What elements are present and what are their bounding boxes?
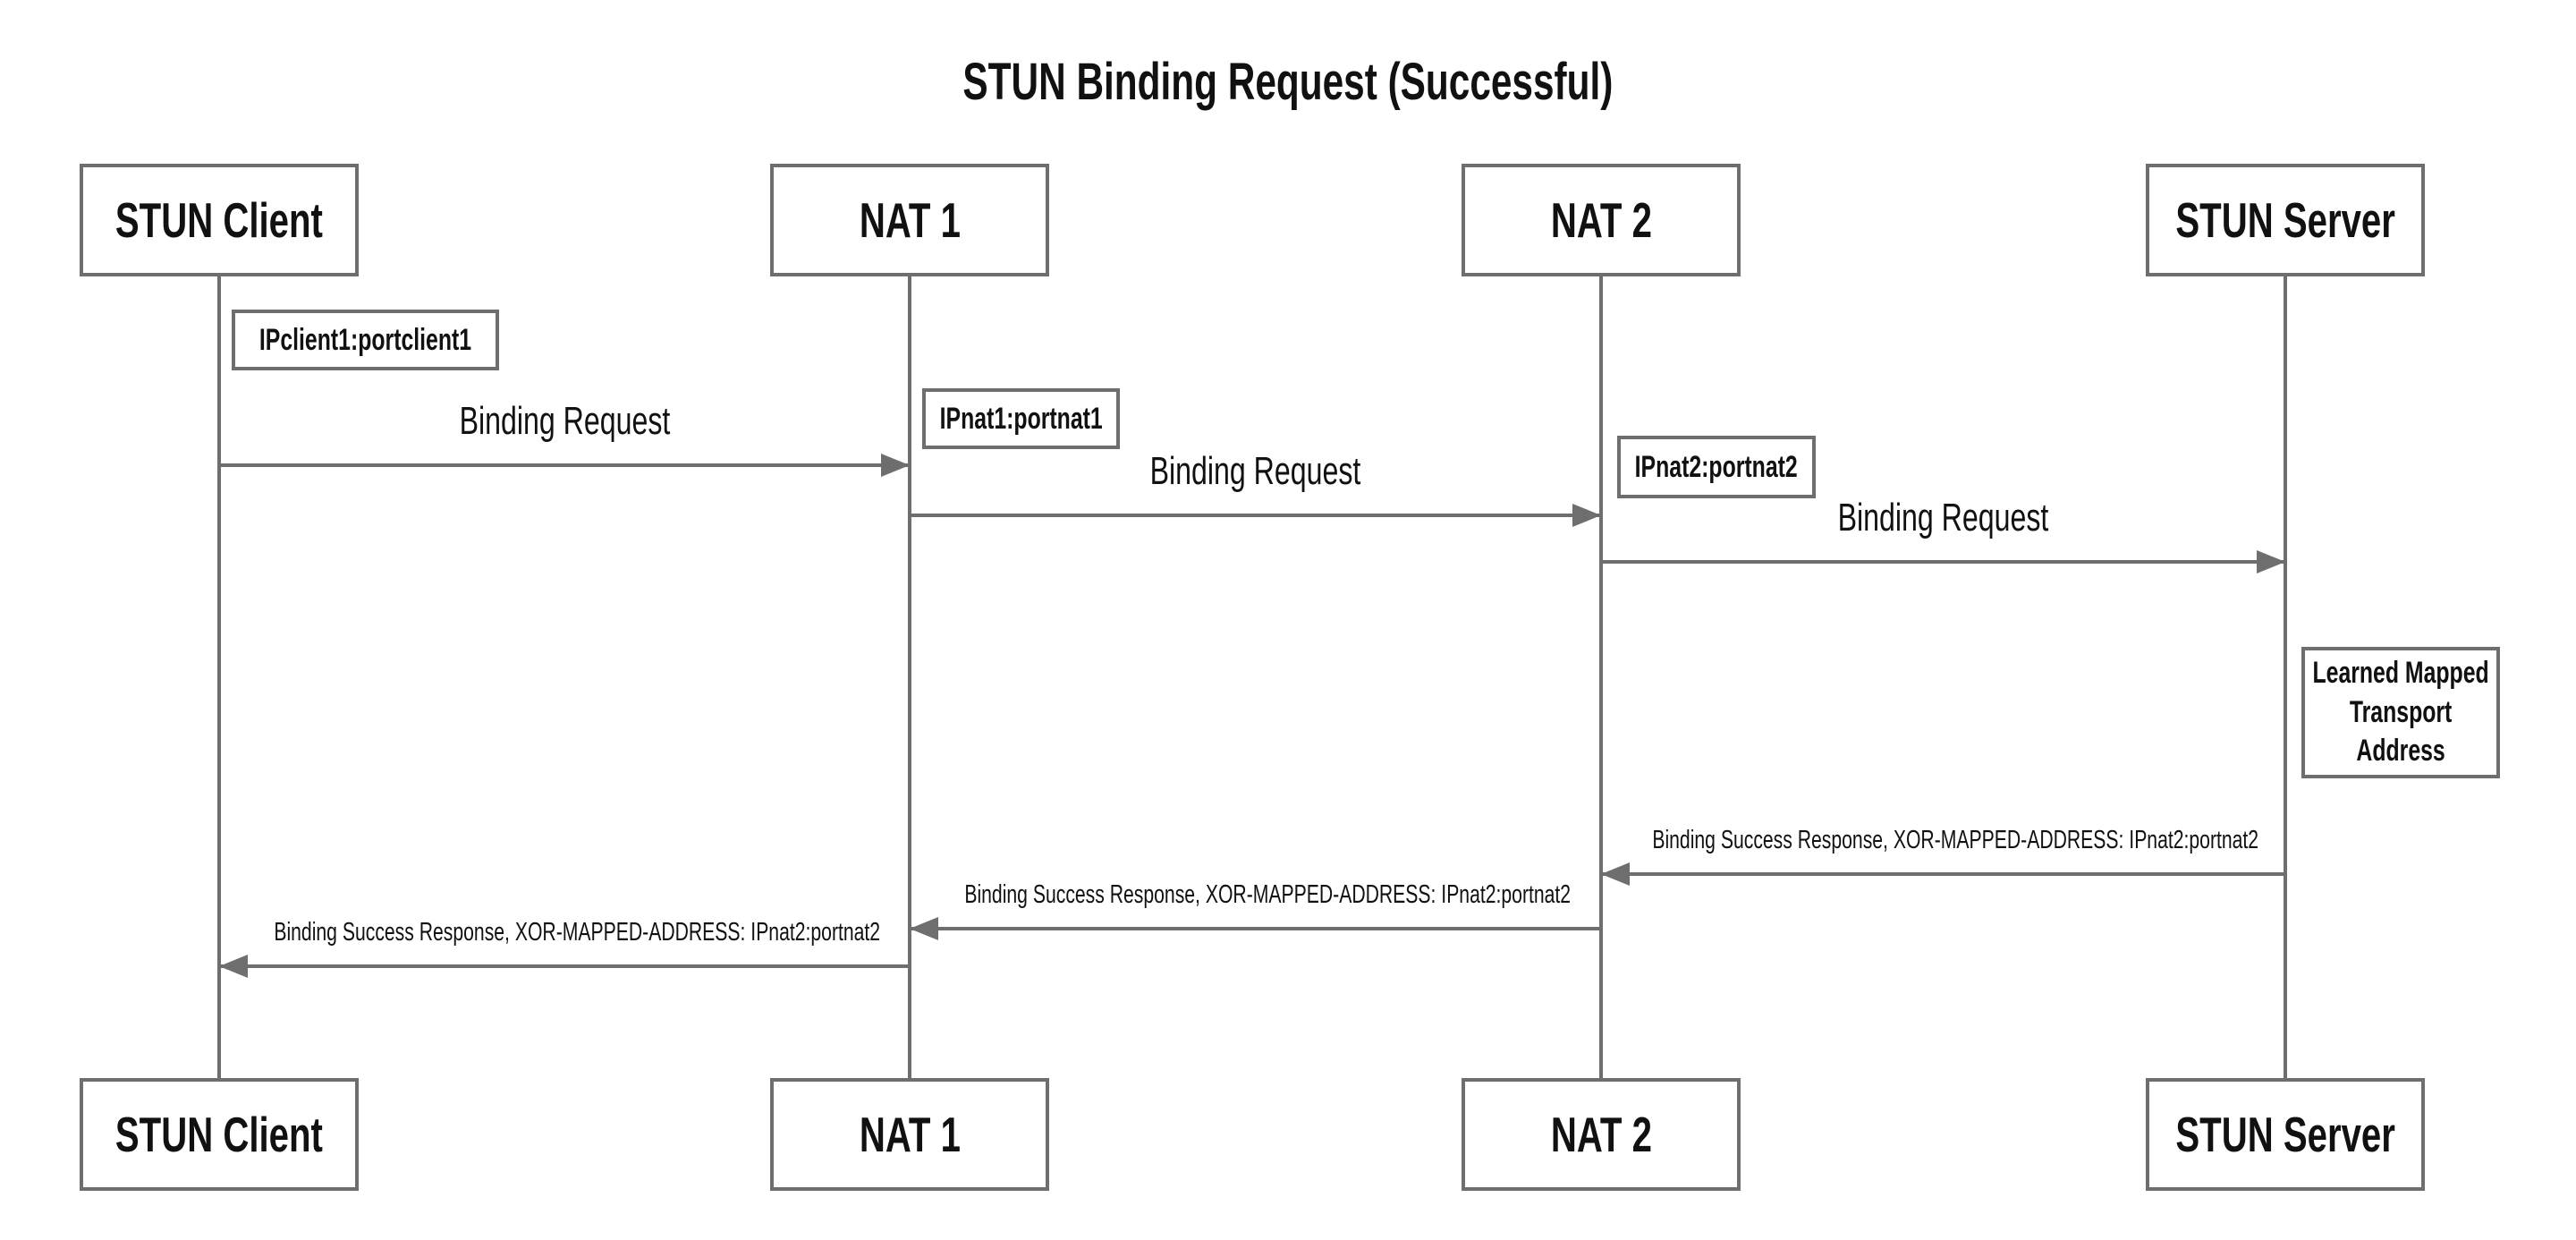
message-line — [1601, 872, 2285, 876]
actor-bottom-nat-1: NAT 1 — [770, 1078, 1049, 1191]
actor-label: NAT 1 — [859, 1107, 961, 1162]
message-line — [910, 514, 1601, 517]
lifeline-nat-1 — [908, 276, 911, 1078]
note-learned-mapped-transport-address: Learned Mapped Transport Address — [2301, 647, 2500, 778]
note-text: IPclient1:portclient1 — [258, 322, 472, 357]
actor-bottom-stun-client: STUN Client — [80, 1078, 359, 1191]
actor-bottom-stun-server: STUN Server — [2146, 1078, 2425, 1191]
message-line — [219, 463, 910, 467]
message-label-binding-request-3: Binding Request — [1837, 496, 2048, 539]
message-line — [219, 964, 910, 968]
arrowhead-left-icon — [1601, 862, 1630, 886]
message-line — [1601, 560, 2285, 564]
note-text: IPnat1:portnat1 — [939, 401, 1103, 436]
actor-label: NAT 2 — [1550, 1107, 1652, 1162]
arrowhead-right-icon — [2257, 550, 2285, 573]
arrowhead-left-icon — [910, 917, 938, 940]
actor-label: STUN Client — [115, 1107, 323, 1162]
message-label-binding-success-response-3: Binding Success Response, XOR-MAPPED-ADD… — [274, 918, 881, 947]
actor-label: STUN Server — [2175, 192, 2395, 248]
note-ipnat2: IPnat2:portnat2 — [1617, 436, 1816, 498]
actor-top-nat-2: NAT 2 — [1462, 164, 1741, 276]
note-ipclient1: IPclient1:portclient1 — [232, 310, 499, 370]
actor-top-nat-1: NAT 1 — [770, 164, 1049, 276]
message-label-binding-success-response-2: Binding Success Response, XOR-MAPPED-ADD… — [964, 880, 1572, 909]
arrowhead-left-icon — [219, 955, 248, 978]
lifeline-nat-2 — [1599, 276, 1603, 1078]
actor-bottom-nat-2: NAT 2 — [1462, 1078, 1741, 1191]
lifeline-stun-client — [217, 276, 221, 1078]
actor-top-stun-server: STUN Server — [2146, 164, 2425, 276]
message-label-binding-success-response-1: Binding Success Response, XOR-MAPPED-ADD… — [1652, 826, 2259, 854]
arrowhead-right-icon — [881, 454, 910, 477]
message-label-binding-request-1: Binding Request — [459, 399, 670, 443]
actor-label: NAT 2 — [1550, 192, 1652, 248]
actor-label: STUN Client — [115, 192, 323, 248]
note-ipnat1: IPnat1:portnat1 — [922, 388, 1120, 449]
actor-label: STUN Server — [2175, 1107, 2395, 1162]
lifeline-stun-server — [2284, 276, 2287, 1078]
note-text: Learned Mapped Transport Address — [2312, 656, 2489, 769]
actor-label: NAT 1 — [859, 192, 961, 248]
note-text: IPnat2:portnat2 — [1634, 449, 1799, 484]
actor-top-stun-client: STUN Client — [80, 164, 359, 276]
message-label-binding-request-2: Binding Request — [1149, 449, 1360, 493]
diagram-title: STUN Binding Request (Successful) — [962, 53, 1614, 111]
arrowhead-right-icon — [1572, 504, 1601, 527]
message-line — [910, 927, 1601, 930]
